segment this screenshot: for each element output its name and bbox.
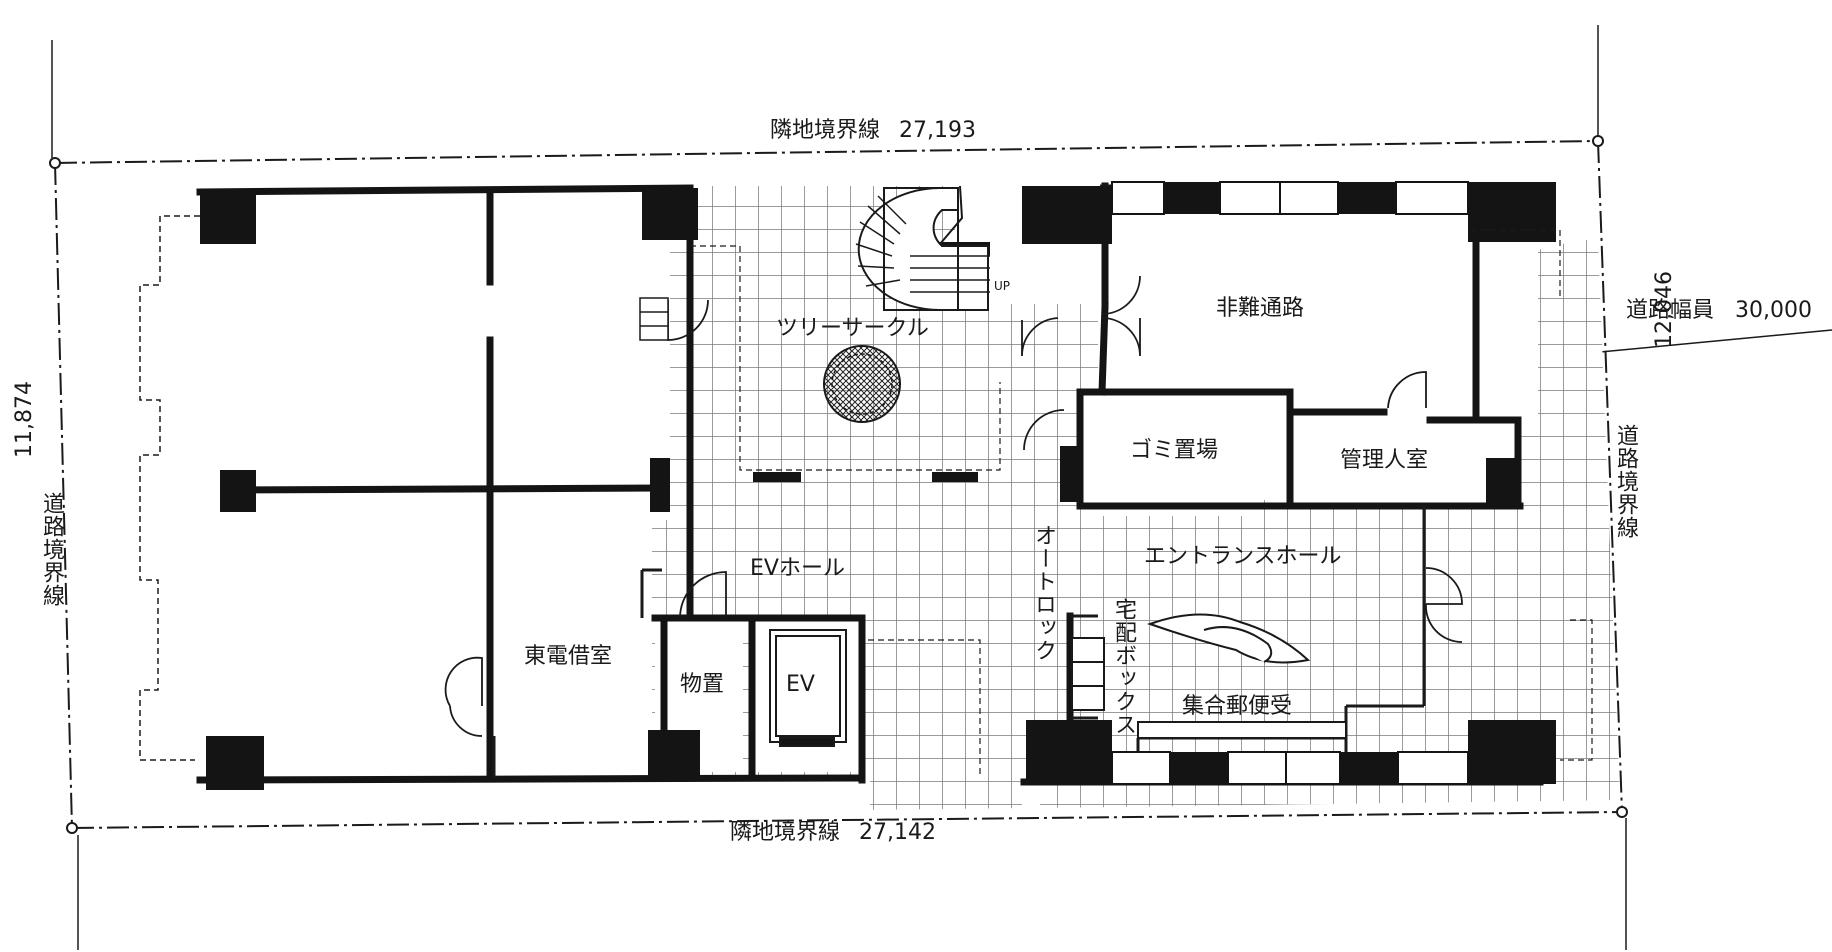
column	[642, 188, 698, 240]
north-boundary-name: 隣地境界線	[770, 118, 881, 143]
elevator-car	[769, 629, 847, 747]
manager-room-label: 管理人室	[1340, 448, 1429, 473]
mailbox-label: 集合郵便受	[1182, 694, 1293, 719]
dashed-guides	[690, 229, 1593, 778]
column	[1060, 446, 1082, 502]
auto-lock-label: オートロック	[1031, 524, 1056, 662]
west-boundary-length: 11,874	[12, 381, 37, 458]
mailbox-unit	[1071, 637, 1347, 739]
column	[1026, 720, 1112, 784]
north-glazing	[1111, 181, 1469, 785]
column	[1468, 720, 1556, 784]
column	[648, 730, 700, 780]
evacuation-route-label: 非難通路	[1216, 296, 1305, 321]
ev-hall-label: EVホール	[750, 556, 845, 581]
west-block-wall	[196, 184, 694, 622]
property-boundary	[54, 140, 1623, 829]
south-boundary-length: 27,142	[859, 820, 936, 845]
column	[1022, 186, 1112, 244]
structural-columns	[200, 182, 1556, 790]
garbage-room-label: ゴミ置場	[1130, 438, 1219, 463]
east-boundary-line	[1597, 140, 1623, 813]
storage-label: 物置	[680, 672, 725, 697]
west-boundary-line	[54, 162, 73, 829]
small-stair-west	[639, 297, 669, 341]
doors	[444, 275, 1463, 737]
column	[1486, 458, 1518, 504]
south-boundary-name: 隣地境界線	[730, 820, 841, 845]
column	[220, 470, 256, 512]
north-boundary-label: 隣地境界線 27,193	[770, 120, 976, 142]
road-width-label: 道路幅員 30,000	[1626, 300, 1812, 322]
west-block-outline	[139, 215, 200, 761]
ev-label: EV	[786, 672, 815, 697]
road-width-name: 道路幅員	[1626, 298, 1715, 323]
north-boundary-line	[54, 140, 1599, 164]
tepco-room-label: 東電借室	[524, 644, 613, 669]
delivery-box-label: 宅配ボックス	[1111, 598, 1136, 736]
column	[1468, 182, 1556, 242]
column	[200, 192, 256, 244]
road-width-value: 30,000	[1735, 298, 1812, 323]
column	[650, 458, 670, 512]
east-boundary-label: 道路境界線	[1613, 424, 1638, 539]
tiled-paving	[652, 186, 1620, 810]
tree-symbol	[823, 345, 901, 423]
extension-lines	[51, 25, 1832, 950]
west-boundary-label: 道路境界線	[39, 492, 64, 607]
column	[206, 736, 264, 790]
entrance-bench	[1147, 613, 1311, 664]
tree-circle-label: ツリーサークル	[776, 316, 929, 341]
boundary-markers	[49, 135, 1628, 834]
south-boundary-line	[71, 811, 1623, 829]
stair-up-label: UP	[994, 279, 1010, 293]
entrance-hall-label: エントランスホール	[1144, 544, 1342, 569]
spiral-stair	[855, 185, 990, 311]
north-boundary-length: 27,193	[899, 118, 976, 143]
south-boundary-label: 隣地境界線 27,142	[730, 822, 936, 844]
road-width-leader	[1599, 329, 1832, 353]
